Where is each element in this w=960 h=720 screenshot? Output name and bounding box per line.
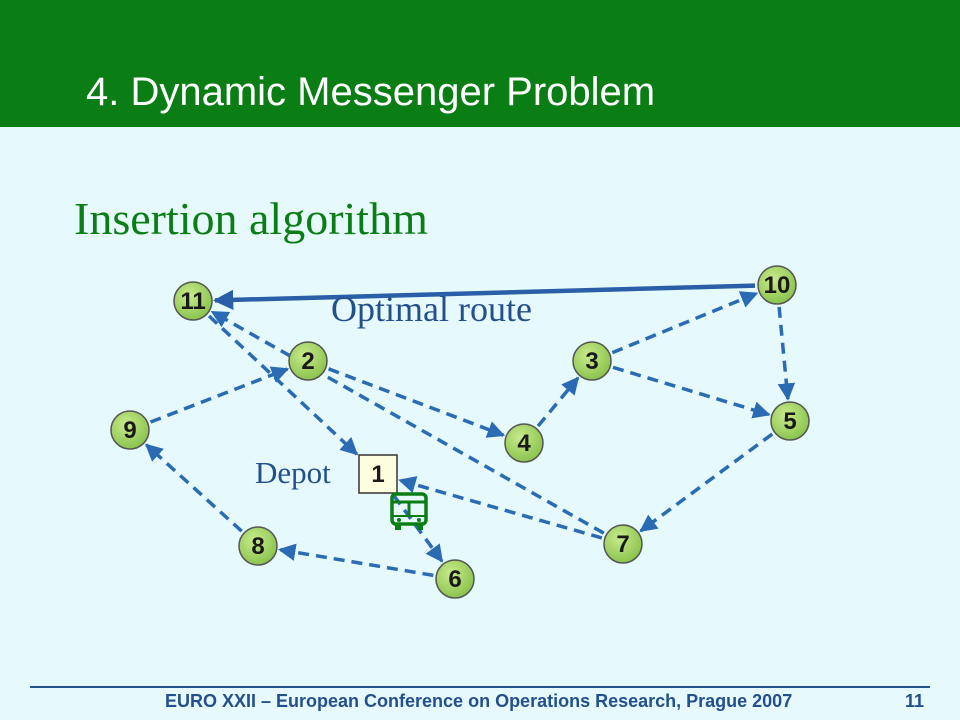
edge-4-to-3	[536, 376, 580, 428]
edge-7-to-1	[398, 476, 603, 540]
node-7: 7	[603, 524, 643, 564]
depot-node: 1	[358, 454, 398, 494]
footer-conference: EURO XXII – European Conference on Opera…	[165, 691, 793, 711]
node-label: 6	[448, 566, 461, 593]
node-label: 8	[251, 533, 264, 560]
node-label: 5	[783, 408, 796, 435]
node-label: 3	[585, 348, 598, 375]
edge-8-to-9	[145, 443, 243, 533]
node-label: 9	[123, 417, 136, 444]
node-label: 10	[764, 272, 791, 299]
edge-7-to-11	[210, 310, 605, 535]
node-8: 8	[238, 526, 278, 566]
page-number: 11	[905, 691, 925, 711]
title-bar: 4. Dynamic Messenger Problem	[0, 0, 960, 127]
depot-node-label: 1	[371, 461, 384, 488]
edge-3-to-5	[612, 365, 771, 419]
edge-6-to-8	[277, 543, 434, 578]
footer-divider	[30, 686, 930, 688]
node-5: 5	[770, 401, 810, 441]
depot-label: Depot	[255, 455, 331, 490]
edge-10-to-11	[212, 283, 756, 311]
node-label: 11	[180, 288, 205, 315]
node-9: 9	[110, 410, 150, 450]
edge-10-to-5	[777, 306, 796, 401]
edge-2-to-4	[327, 367, 506, 438]
edge-11-to-1	[207, 314, 359, 456]
bus-icon	[390, 492, 428, 530]
node-4: 4	[504, 423, 544, 463]
node-label: 7	[616, 531, 629, 558]
node-11: 11	[173, 281, 213, 321]
node-label: 4	[517, 430, 531, 457]
edge-5-to-7	[639, 432, 774, 533]
edge-3-to-10	[611, 291, 759, 355]
slide-title: 4. Dynamic Messenger Problem	[86, 70, 656, 114]
node-label: 2	[301, 348, 314, 375]
node-2: 2	[288, 341, 328, 381]
optimal-route-label: Optimal route	[331, 289, 532, 329]
node-6: 6	[435, 559, 475, 599]
node-10: 10	[757, 265, 797, 305]
edge-9-to-2	[149, 366, 290, 424]
node-3: 3	[572, 341, 612, 381]
slide-subtitle: Insertion algorithm	[74, 193, 428, 244]
